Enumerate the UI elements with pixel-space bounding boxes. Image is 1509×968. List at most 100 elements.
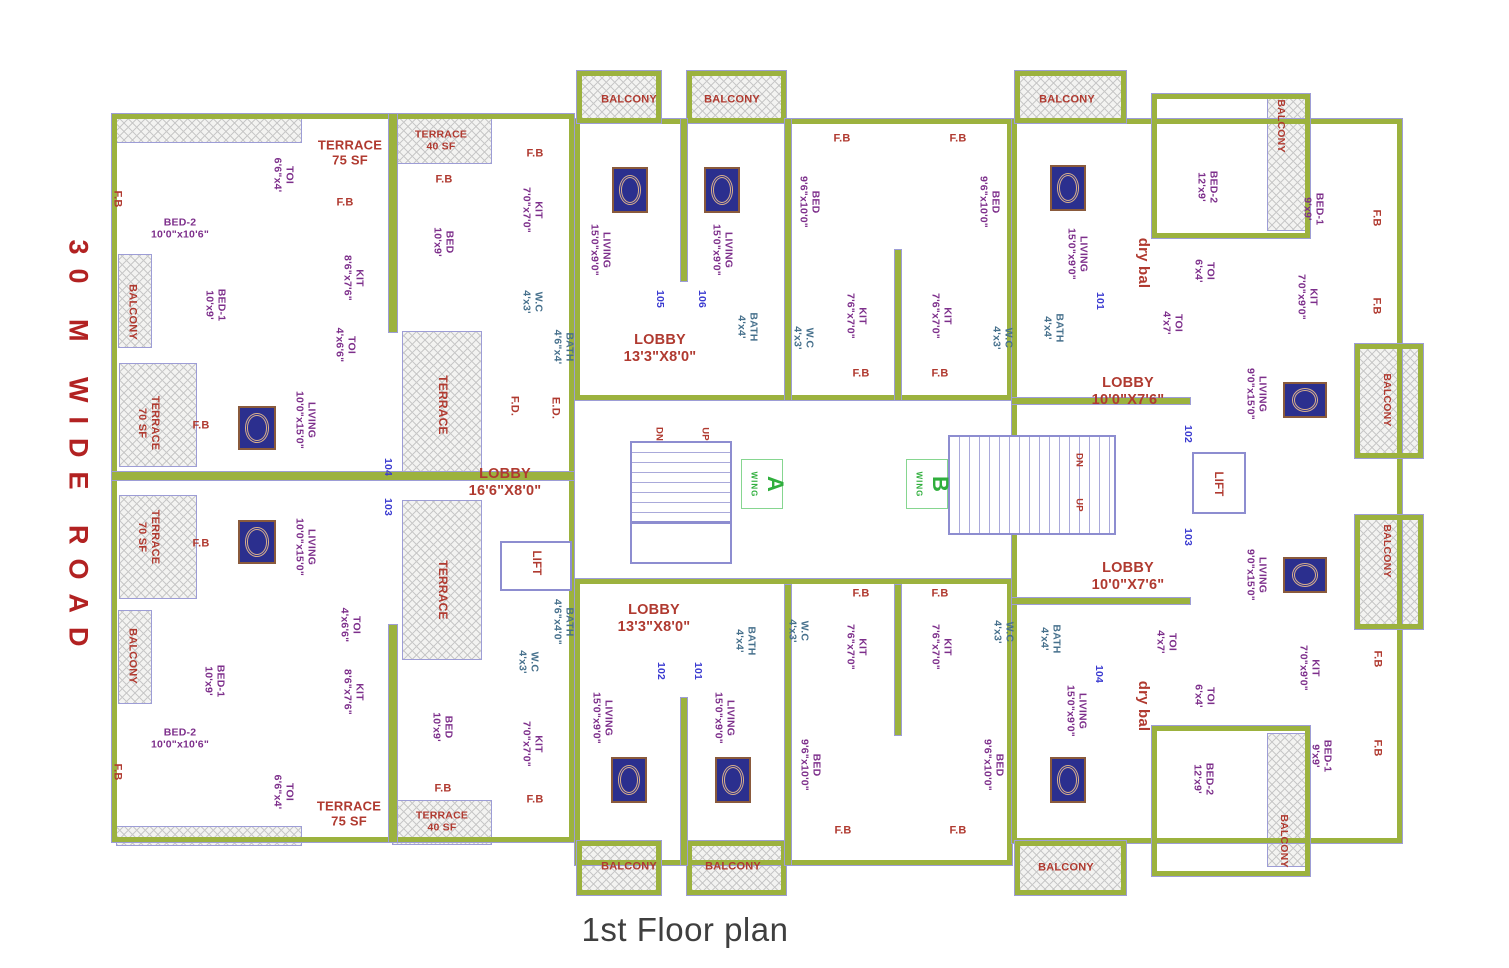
living-label: LIVING 15'0"x9'0" — [712, 692, 737, 744]
living-label: LIVING 10'0"x15'0" — [293, 517, 318, 577]
fb-label: F.B — [192, 537, 210, 550]
kit-label: KIT 7'6"x7'0" — [844, 293, 869, 339]
dry-bal-label: dry bal — [1134, 680, 1152, 732]
wall-outline — [1015, 71, 1126, 123]
fd-label: F.D. — [508, 395, 521, 417]
hatched-area — [402, 500, 482, 660]
room-box — [1192, 452, 1246, 514]
bed2-label: BED-2 10'0"x10'6" — [150, 726, 210, 751]
rug-decor — [715, 757, 751, 803]
door-101: 101 — [1094, 291, 1107, 311]
living-label: LIVING 10'0"x15'0" — [293, 390, 318, 450]
bath-label: BATH 4'6"x4' — [551, 329, 576, 365]
bed1-label: BED-1 9'x9' — [1309, 739, 1334, 773]
kit-label: KIT 7'0"x9'0" — [1297, 645, 1322, 691]
terrace-75sf-label: TERRACE 75 SF — [316, 798, 382, 829]
rug-decor — [1050, 165, 1086, 211]
wall-segment — [785, 119, 791, 400]
living-label: LIVING 15'0"x9'0" — [710, 224, 735, 276]
lobby-label: LOBBY 10'0"X7'6" — [1091, 559, 1165, 593]
terrace-70sf-label: TERRACE 70 SF — [136, 395, 161, 451]
fb-label: F.B — [1371, 739, 1384, 757]
fb-label: F.B — [931, 587, 949, 600]
hatched-area — [1359, 519, 1419, 625]
rug-decor — [1050, 757, 1086, 803]
kit-label: KIT 7'0"x9'0" — [1295, 274, 1320, 320]
lobby-label: LOBBY 10'0"X7'6" — [1091, 374, 1165, 408]
bath-label: BATH 4'x4' — [733, 626, 758, 656]
terrace-75sf-label: TERRACE 75 SF — [317, 137, 383, 168]
lobby-label: LOBBY 13'3"X8'0" — [623, 331, 697, 365]
wall-segment — [389, 625, 397, 842]
wc-label: W.C 4'x3' — [520, 290, 545, 314]
bath-label: BATH 4'6"x4'0" — [551, 599, 576, 645]
wall-segment — [785, 585, 791, 865]
lobby-label: LOBBY 16'6"X8'0" — [468, 465, 542, 499]
wing-letter-label: B — [928, 476, 954, 492]
kit-label: KIT 8'6"x7'6" — [341, 669, 366, 715]
road-label: 30 M WIDE ROAD — [63, 239, 94, 661]
wall-outline — [575, 579, 1012, 865]
balcony-label: BALCONY — [126, 628, 139, 684]
hatched-area — [1267, 733, 1311, 867]
bed-label: BED 10'x9' — [431, 227, 456, 257]
balcony-label: BALCONY — [1038, 861, 1094, 874]
toi-label: TOI 6'6"x4' — [271, 157, 296, 193]
wall-segment — [112, 472, 574, 480]
bed1-label: BED-1 10'x9' — [203, 288, 228, 322]
fb-label: F.B — [526, 793, 544, 806]
living-label: LIVING 9'0"x15'0" — [1244, 549, 1269, 601]
bath-label: BATH 4'x4' — [1038, 624, 1063, 654]
door-103: 103 — [1182, 527, 1195, 547]
balcony-label: BALCONY — [126, 284, 139, 340]
fb-label: F.B — [949, 132, 967, 145]
kit-label: KIT 7'6"x7'0" — [929, 293, 954, 339]
balcony-label: BALCONY — [704, 93, 760, 106]
up-label: UP — [1073, 498, 1085, 512]
fb-label: F.B — [1371, 650, 1384, 668]
fb-label: F.B — [111, 190, 124, 208]
balcony-label: BALCONY — [1039, 93, 1095, 106]
fb-label: F.B — [949, 824, 967, 837]
wc-label: W.C 4'x3' — [990, 326, 1015, 350]
living-label: LIVING 15'0"x9'0" — [1064, 685, 1089, 737]
living-label: LIVING 15'0"x9'0" — [590, 692, 615, 744]
toi-label: TOI 6'x4' — [1192, 259, 1217, 283]
fb-label: F.B — [192, 419, 210, 432]
fb-label: F.B — [435, 173, 453, 186]
staircase — [948, 435, 1116, 535]
fb-label: F.B — [852, 587, 870, 600]
dn-label: DN — [653, 426, 665, 442]
hatched-area — [116, 117, 302, 143]
rug-decor — [704, 167, 740, 213]
hatched-area — [402, 331, 482, 481]
bed2-label: BED-2 12'x9' — [1191, 762, 1216, 796]
balcony-label: BALCONY — [1275, 99, 1288, 153]
wall-segment — [681, 119, 687, 281]
wing-word-label: WING — [914, 471, 924, 497]
door-104: 104 — [1093, 664, 1106, 684]
hatched-area — [118, 254, 152, 348]
bed1-label: BED-1 10'x9' — [202, 664, 227, 698]
wall-segment — [1012, 398, 1190, 404]
hatched-area — [392, 800, 492, 845]
dry-bal-label: dry bal — [1134, 237, 1152, 289]
bath-label: BATH 4'x4' — [735, 312, 760, 342]
lift-label: LIFT — [529, 550, 542, 576]
door-105: 105 — [654, 289, 667, 309]
wall-outline — [687, 71, 786, 123]
wc-label: W.C 4'x3' — [516, 650, 541, 674]
fb-label: F.B — [931, 367, 949, 380]
balcony-label: BALCONY — [1381, 524, 1394, 578]
terrace-70sf-label: TERRACE 70 SF — [136, 509, 161, 565]
bed2-label: BED-2 10'0"x10'6" — [150, 216, 210, 241]
wall-segment — [895, 250, 901, 400]
fb-label: F.B — [1370, 297, 1383, 315]
door-101: 101 — [692, 661, 705, 681]
ed-label: E.D. — [549, 396, 562, 420]
balcony-label: BALCONY — [601, 860, 657, 873]
fb-label: F.B — [852, 367, 870, 380]
door-103: 103 — [382, 497, 395, 517]
wall-segment — [1012, 598, 1190, 604]
